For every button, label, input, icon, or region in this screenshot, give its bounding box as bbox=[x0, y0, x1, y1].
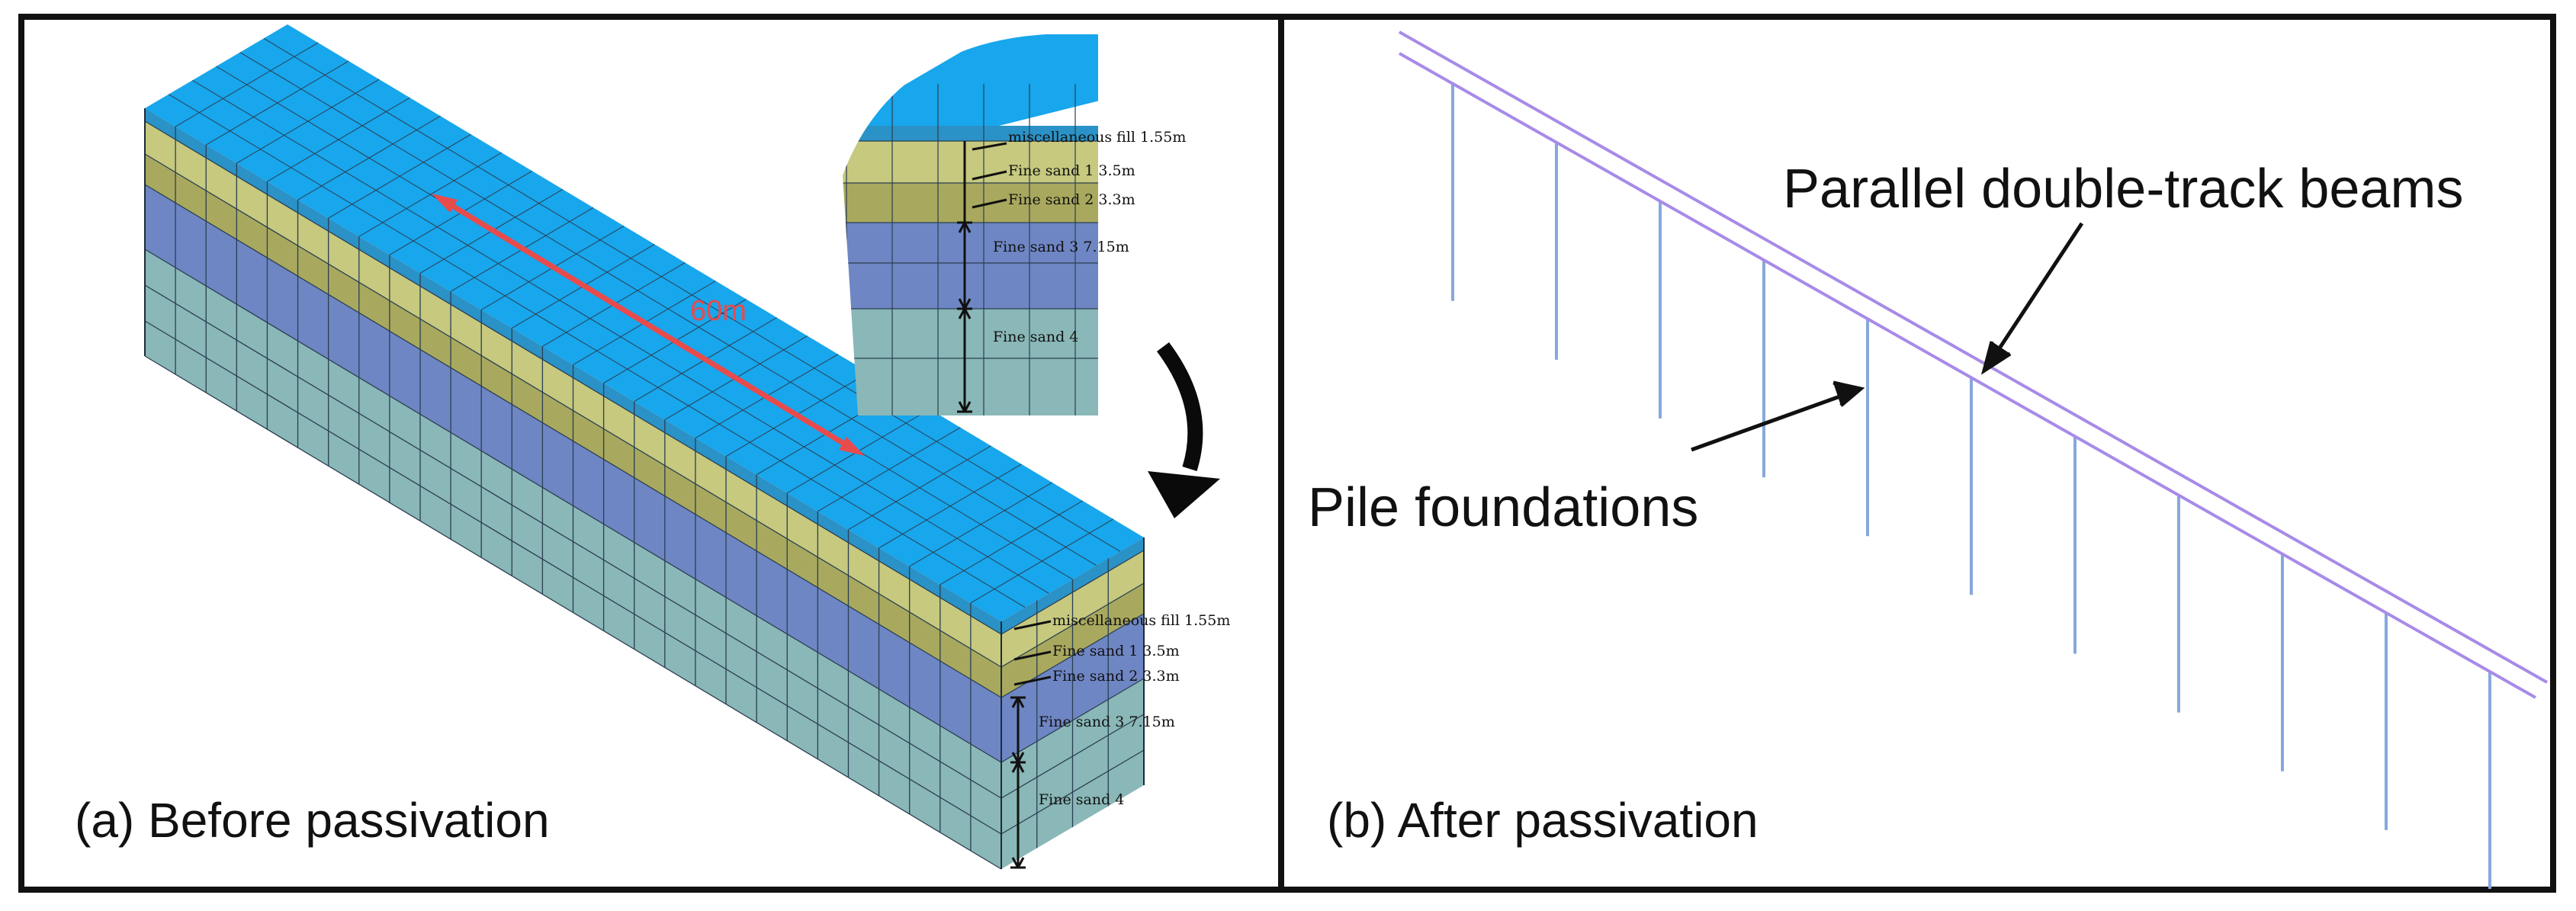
pile-foundations bbox=[1451, 83, 2491, 889]
mesh-line bbox=[144, 284, 1002, 799]
zoom-inset bbox=[843, 34, 1098, 415]
mesh-line bbox=[1001, 749, 1145, 835]
mesh-line bbox=[1001, 714, 1145, 799]
panel-a: 60m miscellaneous fill 1.55m bbox=[75, 24, 1230, 870]
zoom-inset-labels: miscellaneous fill 1.55m Fine sand 1 3.5… bbox=[993, 129, 1186, 345]
mesh-line bbox=[878, 464, 1022, 549]
panel-b: Parallel double-track beams Pile foundat… bbox=[1308, 30, 2548, 889]
mesh-line bbox=[1001, 613, 1145, 698]
label-fine-sand-1: Fine sand 1 3.5m bbox=[1052, 643, 1180, 659]
panel-a-caption: (a) Before passivation bbox=[75, 793, 550, 848]
inset-label-fine-sand-3: Fine sand 3 7.15m bbox=[993, 239, 1129, 255]
mesh-line bbox=[1001, 678, 1145, 763]
model-labels: miscellaneous fill 1.55m Fine sand 1 3.5… bbox=[1039, 612, 1230, 808]
panel-b-caption: (b) After passivation bbox=[1327, 793, 1759, 848]
beam-track-1 bbox=[1399, 30, 2548, 684]
mesh-line bbox=[236, 79, 380, 164]
inset-label-fine-sand-4: Fine sand 4 bbox=[993, 329, 1078, 345]
mesh-line bbox=[909, 482, 1052, 567]
mesh-line bbox=[297, 115, 441, 200]
mesh-line bbox=[328, 133, 471, 219]
mesh-line bbox=[144, 184, 1002, 698]
dimension-arrowhead-start bbox=[432, 194, 458, 213]
label-fine-sand-3: Fine sand 3 7.15m bbox=[1039, 714, 1175, 730]
callout-arrows bbox=[1691, 222, 2084, 452]
beam-track-2 bbox=[1399, 52, 2536, 699]
dimension-arrowhead-end bbox=[839, 437, 865, 456]
mesh-line bbox=[175, 42, 319, 127]
dimension-60m: 60m bbox=[432, 194, 865, 456]
mesh-line bbox=[144, 120, 1002, 635]
inset-label-fine-sand-2: Fine sand 2 3.3m bbox=[1008, 191, 1135, 208]
mesh-line bbox=[144, 249, 1002, 763]
mesh-line bbox=[940, 500, 1084, 585]
mesh-line bbox=[144, 320, 1002, 835]
mesh-line bbox=[267, 97, 410, 182]
mesh-line bbox=[970, 518, 1114, 604]
inset-label-miscellaneous-fill: miscellaneous fill 1.55m bbox=[1008, 129, 1186, 146]
label-miscellaneous-fill: miscellaneous fill 1.55m bbox=[1052, 612, 1230, 629]
label-fine-sand-2: Fine sand 2 3.3m bbox=[1052, 668, 1180, 685]
mesh-line bbox=[817, 427, 961, 512]
dimension-label: 60m bbox=[690, 295, 747, 327]
inset-label-fine-sand-1: Fine sand 1 3.5m bbox=[1008, 162, 1135, 179]
mesh-line bbox=[1001, 550, 1145, 635]
mesh-line bbox=[144, 355, 1002, 870]
label-fine-sand-4: Fine sand 4 bbox=[1039, 791, 1124, 808]
mesh-line bbox=[848, 445, 991, 531]
mesh-line bbox=[358, 152, 503, 237]
mesh-line bbox=[144, 153, 1002, 668]
callout-beams: Parallel double-track beams bbox=[1783, 159, 2463, 220]
curved-arrow bbox=[1148, 342, 1220, 518]
dimension-arrow bbox=[441, 197, 856, 452]
mesh-lines bbox=[144, 37, 1145, 870]
model-dims bbox=[1010, 620, 1052, 869]
mesh-line bbox=[205, 60, 349, 146]
zoom-inset-dims bbox=[957, 141, 1007, 413]
mesh-line bbox=[1001, 582, 1145, 668]
callout-piles: Pile foundations bbox=[1308, 477, 1698, 538]
